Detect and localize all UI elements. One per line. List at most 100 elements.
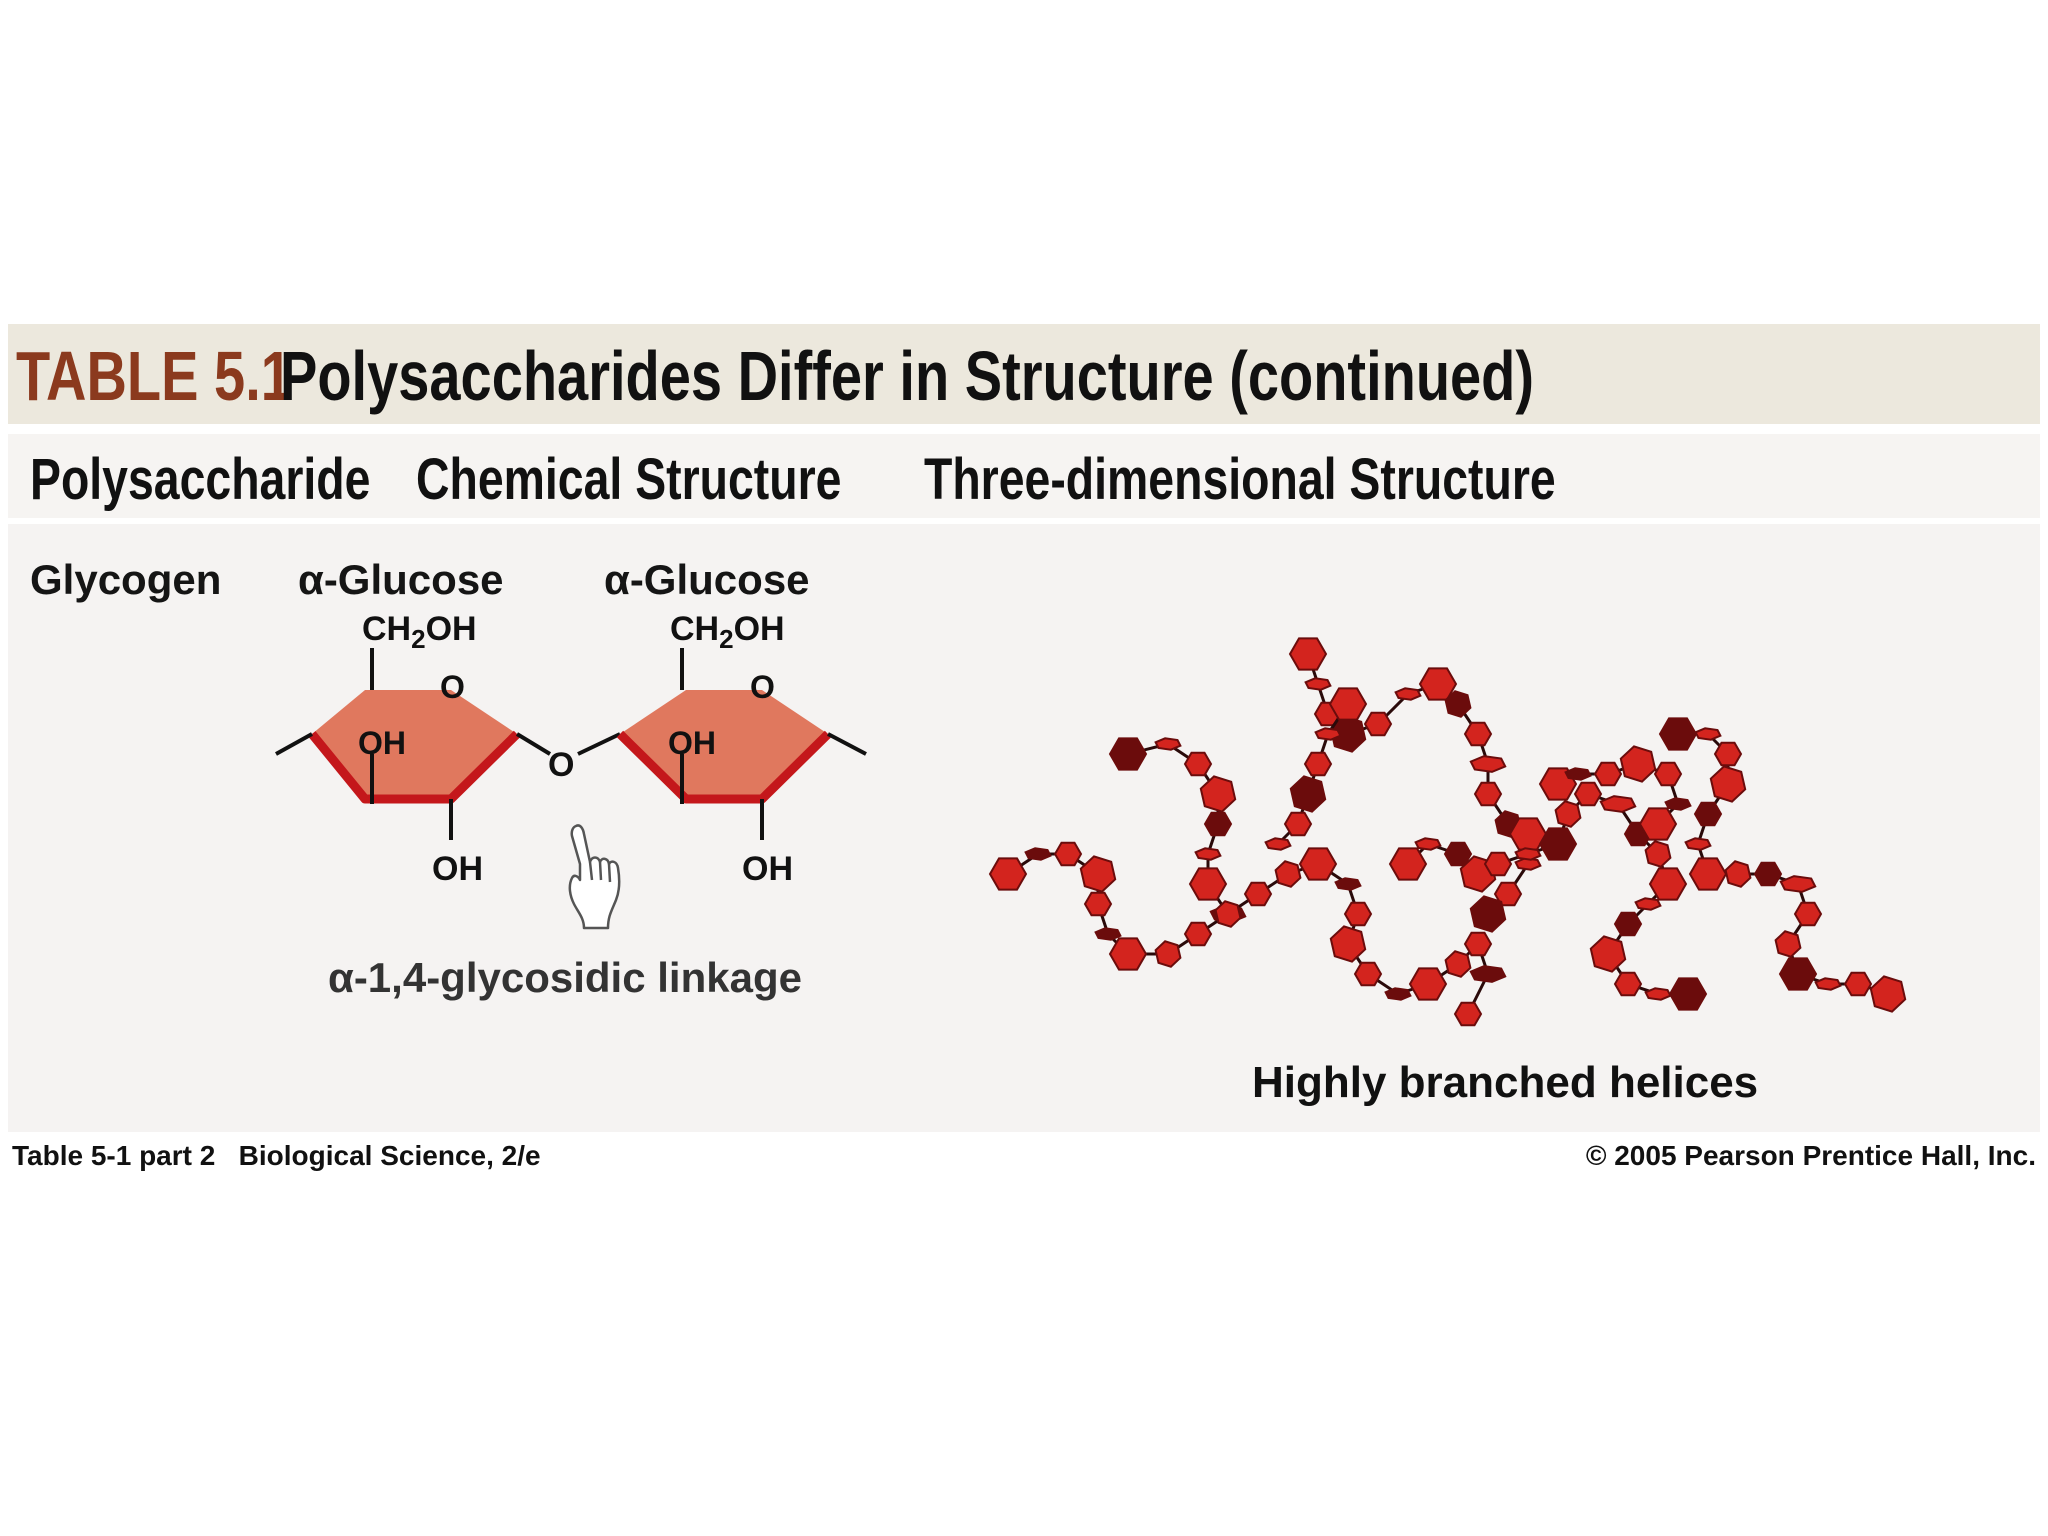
- glucose-unit: [1724, 860, 1752, 888]
- glucose-unit: [1469, 895, 1507, 933]
- chemical-structure-diagram: CH2OH O OH OH O CH2OH O OH OH: [275, 610, 867, 930]
- glucose-unit: [1814, 977, 1842, 991]
- glucose-ring-left: CH2OH O OH OH: [275, 610, 552, 888]
- column-header-3d-structure: Three-dimensional Structure: [924, 447, 1556, 512]
- table-number: TABLE 5.1: [16, 337, 292, 415]
- glucose-unit: [1303, 751, 1333, 777]
- glucose-unit: [1573, 781, 1603, 807]
- glucose-unit: [1199, 775, 1237, 813]
- glucose-unit: [1778, 957, 1818, 991]
- glucose-unit: [1264, 837, 1292, 851]
- glucose-unit: [1638, 807, 1678, 841]
- glucose-unit: [1108, 737, 1148, 771]
- glucose-unit: [1658, 717, 1698, 751]
- glucose-unit: [1243, 881, 1273, 907]
- glucose-unit: [1214, 900, 1242, 928]
- glucose-unit: [1108, 937, 1148, 971]
- glucose-unit: [1343, 901, 1373, 927]
- glucose-unit: [1653, 761, 1683, 787]
- glucose-unit: [1688, 857, 1728, 891]
- glucose-unit: [1183, 751, 1213, 777]
- ring-hydroxyl-left: OH: [358, 725, 406, 761]
- glucose-unit: [1463, 721, 1493, 747]
- glucose-unit: [1694, 727, 1722, 741]
- glucose-unit: [1843, 971, 1873, 997]
- glucose-unit: [1408, 967, 1448, 1001]
- glucose-unit: [1644, 840, 1672, 868]
- footer-copyright: © 2005 Pearson Prentice Hall, Inc.: [1585, 1140, 2036, 1171]
- glucose-unit: [1154, 737, 1182, 751]
- glucose-unit: [1444, 950, 1472, 978]
- glucose-unit: [1334, 877, 1362, 891]
- ch2oh-label-left: CH2OH: [362, 610, 477, 654]
- glucose-unit: [1793, 901, 1823, 927]
- glucose-unit: [1328, 687, 1368, 721]
- glucose-unit: [1713, 741, 1743, 767]
- glucose-unit: [1363, 711, 1393, 737]
- ch2oh-label-right: CH2OH: [670, 610, 785, 654]
- glucose-unit: [1709, 765, 1747, 803]
- glucose-unit: [1329, 925, 1367, 963]
- linkage-label: α-1,4-glycosidic linkage: [328, 954, 802, 1001]
- glucose-unit: [1183, 921, 1213, 947]
- bridge-oxygen: O: [548, 746, 574, 784]
- glucose-unit: [1589, 935, 1627, 973]
- glucose-unit: [1094, 927, 1122, 941]
- glucose-unit: [1613, 971, 1643, 997]
- bottom-hydroxyl-right: OH: [742, 850, 793, 888]
- column-header-chemical-structure: Chemical Structure: [416, 447, 842, 512]
- monomer-label-right: α-Glucose: [604, 556, 810, 603]
- glucose-unit: [1469, 965, 1507, 983]
- polysaccharide-name: Glycogen: [30, 556, 222, 603]
- table-slide: TABLE 5.1 Polysaccharides Differ in Stru…: [8, 324, 2040, 1182]
- table-row-glycogen: Glycogen α-Glucose α-Glucose CH2OH O OH …: [8, 524, 2040, 1132]
- glucose-unit: [1079, 855, 1117, 893]
- glucose-unit: [1514, 857, 1542, 871]
- glucose-unit: [1053, 841, 1083, 867]
- glucose-unit: [1394, 687, 1422, 701]
- glucose-unit: [1283, 811, 1313, 837]
- glucose-unit: [1154, 940, 1182, 968]
- glucose-unit: [1274, 860, 1302, 888]
- column-header-row: Polysaccharide Chemical Structure Three-…: [8, 434, 2040, 518]
- ring-oxygen-right: O: [750, 669, 775, 705]
- pointing-hand-icon: [568, 824, 621, 930]
- glucose-unit: [1194, 847, 1222, 861]
- ring-oxygen-left: O: [440, 669, 465, 705]
- glucose-unit: [1414, 837, 1442, 851]
- title-bar: TABLE 5.1 Polysaccharides Differ in Stru…: [8, 324, 2040, 424]
- glucose-unit: [1599, 795, 1637, 813]
- helix-3d-structure: [988, 637, 1907, 1027]
- glucose-unit: [1693, 801, 1723, 827]
- glucose-unit: [1304, 677, 1332, 691]
- glucose-unit: [1483, 851, 1513, 877]
- glucose-unit: [1684, 837, 1712, 851]
- glucose-unit: [1774, 930, 1802, 958]
- glucose-unit: [1298, 847, 1338, 881]
- column-header-polysaccharide: Polysaccharide: [30, 447, 371, 512]
- glucose-unit: [1869, 975, 1907, 1013]
- glucose-unit: [1664, 797, 1692, 811]
- glucose-unit: [1613, 911, 1643, 937]
- glucose-unit: [1384, 987, 1412, 1001]
- glucose-unit: [1353, 961, 1383, 987]
- glucose-unit: [1564, 767, 1592, 781]
- glucose-unit: [1593, 761, 1623, 787]
- glucose-unit: [1473, 781, 1503, 807]
- glucose-unit: [1188, 867, 1228, 901]
- glucose-unit: [1444, 690, 1472, 718]
- footer-credit: Table 5-1 part 2 Biological Science, 2/e: [12, 1140, 541, 1171]
- glucose-unit: [1644, 987, 1672, 1001]
- glucose-unit: [1024, 847, 1052, 861]
- table-title: Polysaccharides Differ in Structure (con…: [280, 337, 1535, 415]
- glucose-unit: [1388, 847, 1428, 881]
- glucose-unit: [1538, 827, 1578, 861]
- glucose-unit: [1493, 881, 1523, 907]
- glucose-unit: [1779, 875, 1817, 893]
- glucose-unit: [1314, 727, 1342, 741]
- bottom-hydroxyl-left: OH: [432, 850, 483, 888]
- glucose-unit: [1463, 931, 1493, 957]
- glucose-unit: [1288, 637, 1328, 671]
- glucose-unit: [1648, 867, 1688, 901]
- glucose-unit: [1083, 891, 1113, 917]
